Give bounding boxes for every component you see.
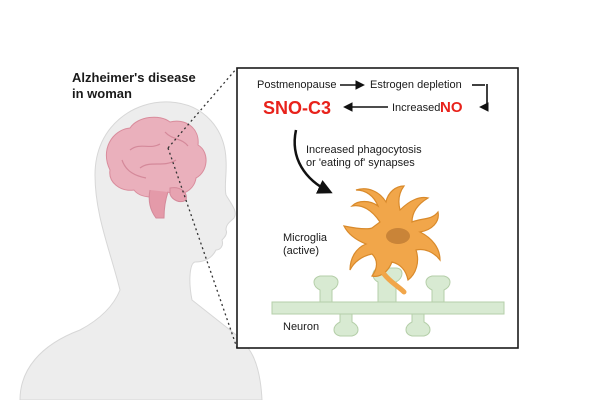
no-marker: NO bbox=[440, 99, 463, 116]
step-postmenopause: Postmenopause bbox=[257, 79, 337, 91]
step-increased: Increased bbox=[392, 102, 440, 114]
label-microglia: Microglia bbox=[283, 232, 328, 244]
effect-line-1: Increased phagocytosis bbox=[306, 144, 422, 156]
microglia-nucleus bbox=[386, 228, 410, 244]
arrow-to-microglia bbox=[293, 129, 333, 194]
microglia-illustration bbox=[342, 185, 441, 295]
neuron-illustration bbox=[271, 267, 505, 337]
brain-illustration bbox=[105, 116, 207, 219]
title-line-1: Alzheimer's disease bbox=[72, 70, 196, 85]
step-estrogen-depletion: Estrogen depletion bbox=[370, 79, 462, 91]
effect-line-2: or 'eating of' synapses bbox=[306, 157, 415, 169]
title-line-2: in woman bbox=[72, 86, 132, 101]
result-sno-c3: SNO-C3 bbox=[263, 98, 331, 118]
zoom-connector bbox=[167, 67, 238, 349]
label-neuron: Neuron bbox=[283, 321, 319, 333]
arrow-2b bbox=[479, 84, 489, 112]
label-microglia-state: (active) bbox=[283, 245, 319, 257]
